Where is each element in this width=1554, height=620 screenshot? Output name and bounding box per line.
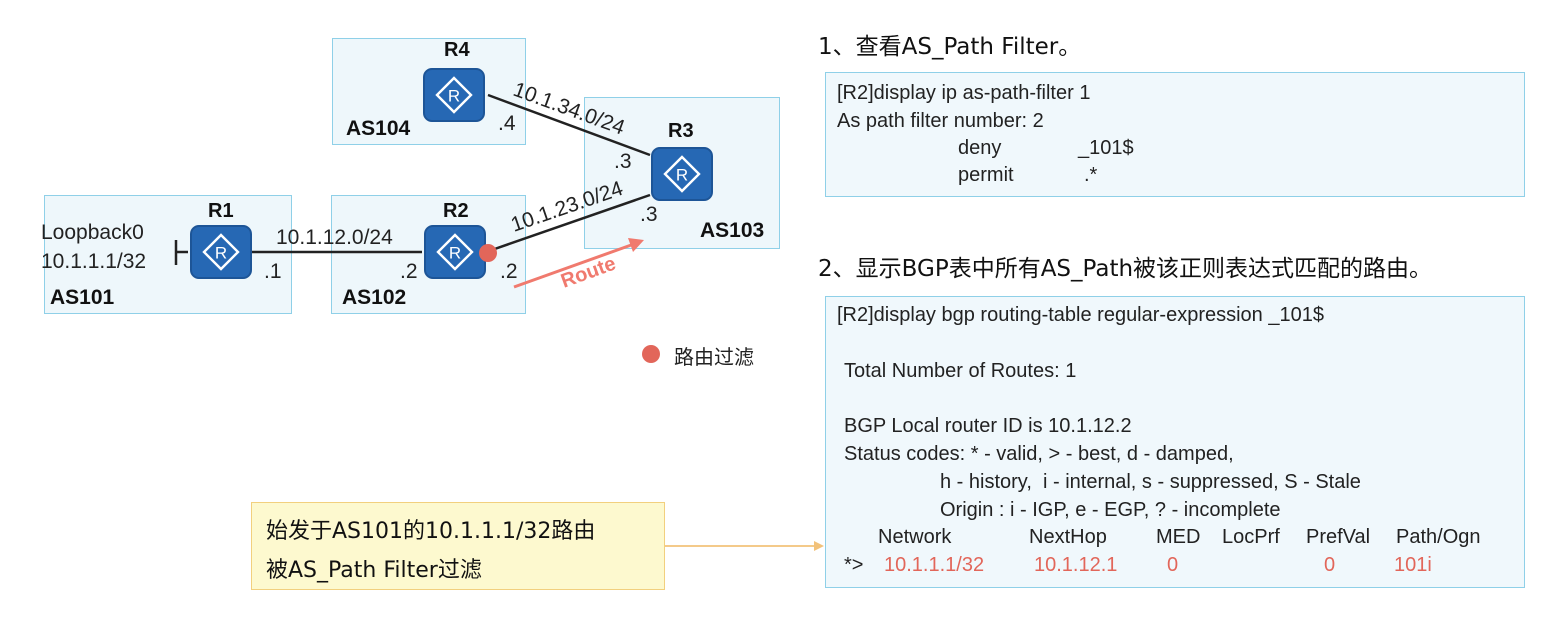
col-header-path: Path/Ogn	[1396, 526, 1481, 548]
bgp-table-panel: [R2]display bgp routing-table regular-ex…	[825, 296, 1525, 588]
link-r4-r3	[487, 93, 651, 157]
origin-codes-line: Origin : i - IGP, e - EGP, ? - incomplet…	[940, 499, 1281, 521]
svg-text:R: R	[215, 244, 227, 263]
r4-interface-end: .4	[498, 112, 516, 135]
route-row-prefval: 0	[1324, 554, 1336, 576]
cmd-line: [R2]display ip as-path-filter 1	[837, 82, 1091, 104]
svg-text:R: R	[448, 87, 460, 106]
filter-rule-permit-action: permit	[958, 164, 1014, 186]
route-row-network: 10.1.1.1/32	[884, 554, 985, 576]
col-header-network: Network	[878, 526, 952, 548]
r2-interface-end-right: .2	[500, 260, 518, 283]
filter-number-line: As path filter number: 2	[837, 110, 1044, 132]
router-r3-icon: R	[651, 147, 713, 201]
as-path-filter-panel: [R2]display ip as-path-filter 1 As path …	[825, 72, 1525, 197]
route-row-nexthop: 10.1.12.1	[1034, 554, 1118, 576]
callout-line-1: 始发于AS101的10.1.1.1/32路由	[266, 519, 596, 544]
col-header-locprf: LocPrf	[1222, 526, 1280, 548]
filter-rule-deny-regex: _101$	[1078, 137, 1134, 159]
router-r1-label: R1	[208, 200, 234, 222]
status-codes-line-1: Status codes: * - valid, > - best, d - d…	[844, 443, 1234, 465]
section2-title: 2、显示BGP表中所有AS_Path被该正则表达式匹配的路由。	[818, 256, 1433, 282]
r2-interface-end-left: .2	[400, 260, 418, 283]
bgp-cmd-line: [R2]display bgp routing-table regular-ex…	[837, 304, 1324, 326]
route-arrow-shaft	[513, 242, 635, 289]
callout-line-2: 被AS_Path Filter过滤	[266, 558, 482, 583]
loopback-address: 10.1.1.1/32	[41, 250, 147, 273]
router-r4-icon: R	[423, 68, 485, 122]
as104-label: AS104	[346, 117, 411, 140]
route-row-path: 101i	[1394, 554, 1432, 576]
route-row-flag: *>	[844, 554, 864, 576]
section1-title: 1、查看AS_Path Filter。	[818, 34, 1082, 60]
filter-point-icon	[479, 244, 497, 262]
as103-label: AS103	[700, 219, 765, 242]
filter-callout: 始发于AS101的10.1.1.1/32路由 被AS_Path Filter过滤	[251, 502, 665, 590]
total-routes-line: Total Number of Routes: 1	[844, 360, 1077, 382]
filter-rule-permit-regex: .*	[1084, 164, 1098, 186]
router-id-line: BGP Local router ID is 10.1.12.2	[844, 415, 1132, 437]
router-r3-label: R3	[668, 120, 694, 142]
route-row-med: 0	[1167, 554, 1179, 576]
svg-text:R: R	[676, 166, 688, 185]
link-r2-r3	[485, 193, 651, 254]
r3-interface-end-bottom: .3	[640, 203, 658, 226]
as101-label: AS101	[50, 286, 115, 309]
route-arrow-head	[628, 238, 644, 252]
status-codes-line-2: h - history, i - internal, s - suppresse…	[940, 471, 1361, 493]
col-header-nexthop: NextHop	[1029, 526, 1107, 548]
router-r4-label: R4	[444, 39, 470, 61]
legend-label: 路由过滤	[674, 345, 754, 369]
router-r2-icon: R	[424, 225, 486, 279]
loopback-name: Loopback0	[41, 221, 144, 244]
r3-interface-end-top: .3	[614, 150, 632, 173]
r1-interface-end: .1	[264, 260, 282, 283]
router-r2-label: R2	[443, 200, 469, 222]
filter-rule-deny-action: deny	[958, 137, 1002, 159]
subnet-r1-r2: 10.1.12.0/24	[276, 226, 393, 249]
router-r1-icon: R	[190, 225, 252, 279]
svg-text:R: R	[449, 244, 461, 263]
col-header-med: MED	[1156, 526, 1201, 548]
col-header-prefval: PrefVal	[1306, 526, 1371, 548]
as102-label: AS102	[342, 286, 407, 309]
legend-dot-icon	[642, 345, 660, 363]
